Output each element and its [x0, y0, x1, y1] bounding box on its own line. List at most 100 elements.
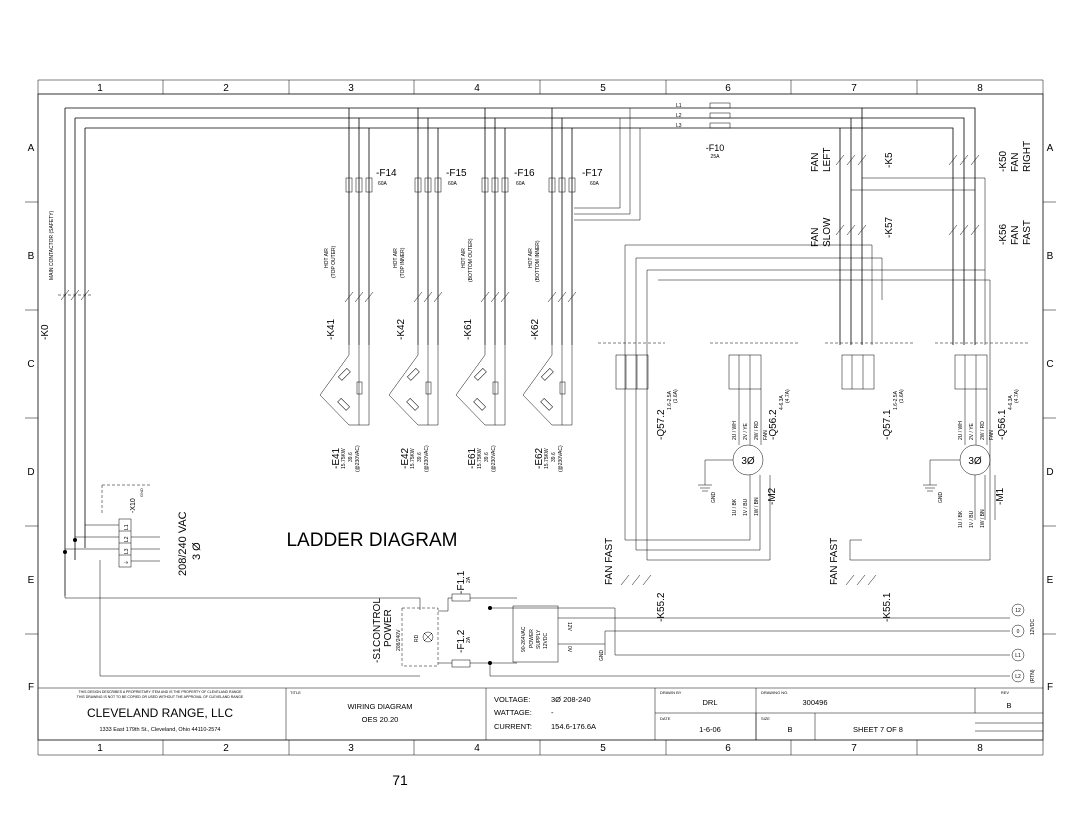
drawn-by-value: DRL: [702, 698, 717, 707]
fuse-rating: 60A: [448, 181, 458, 187]
motor-tag: -M2: [767, 487, 778, 505]
fuse-tag: -F15: [446, 168, 467, 179]
x10-l1: L1: [124, 524, 130, 530]
fuse-rating: 60A: [590, 181, 600, 187]
contactor-tag: -K41: [326, 318, 337, 340]
motor-wire-1u: 1U / BK: [732, 498, 738, 516]
k5-label1: FAN: [810, 153, 821, 172]
fan-fast-tag: -K55.2: [656, 592, 667, 622]
fuse-tag: -F14: [376, 168, 397, 179]
motor-gnd: GND: [938, 492, 944, 504]
row-label: D: [27, 467, 34, 478]
fuse-tag: -F16: [514, 168, 535, 179]
fuse-rating: 60A: [516, 181, 526, 187]
row-label: E: [28, 575, 35, 586]
drawing-frame: [25, 79, 1056, 756]
main-contactor-k0: -K0 MAIN CONTACTOR (SAFETY): [40, 210, 92, 340]
motor-m1: 3Ø -M1 GND 2U / WH 2V / YE 2W / RD FAN 1…: [923, 389, 1006, 528]
sheet-value: SHEET 7 OF 8: [853, 725, 903, 734]
psu-0v: 0V: [566, 646, 572, 653]
fuse-rating: 60A: [378, 181, 388, 187]
breaker-range: 1.6-2.5A: [667, 390, 673, 410]
supply-terminal-x10: L1 L2 L3 ⏚ -X10 GND 208/240 VAC 3 Ø: [65, 484, 203, 576]
psu-label2: SUPPLY: [536, 629, 542, 649]
control-rating: 208/240V: [396, 629, 402, 651]
row-label: C: [1046, 359, 1053, 370]
company-address: 1333 East 179th St., Cleveland, Ohio 441…: [100, 727, 221, 733]
motor-wire-2v: 2V / YE: [743, 422, 749, 440]
col-label: 2: [223, 83, 229, 94]
psu-input: 90-264VAC: [521, 626, 527, 652]
fan-fast-k55-2: FAN FAST -K55.2: [604, 538, 667, 622]
control-rd: RD: [414, 634, 420, 642]
page-number: 71: [392, 772, 408, 788]
control-label2: POWER: [383, 609, 394, 647]
x10-gnd-label: GND: [139, 488, 144, 497]
element-kw: 15.75KW: [477, 448, 483, 469]
side-12vdc: 12VDC: [1030, 618, 1036, 635]
k0-desc: MAIN CONTACTOR (SAFETY): [49, 210, 55, 280]
drawing-no-label: DRAWING NO.: [761, 690, 788, 695]
k57-label1: FAN: [810, 228, 821, 247]
element-tag: -E42: [400, 447, 411, 469]
fuse2-tag: -F1.2: [456, 629, 467, 653]
column-labels-top: 1 2 3 4 5 6 7 8: [97, 83, 983, 94]
row-labels-left: A B C D E F: [27, 143, 34, 693]
element-tag: -E61: [467, 447, 478, 469]
motor-wire-2w: 2W / RD: [754, 421, 760, 440]
row-label: D: [1046, 467, 1053, 478]
breaker-q56-1: -Q56.1 4-6.3A (4.7A): [935, 342, 1030, 440]
heater-desc2: (BOTTOM OUTER): [468, 238, 474, 282]
k56-label1: FAN: [1010, 226, 1021, 245]
k50-label1: FAN: [1010, 153, 1021, 172]
contactor-tag: -K42: [396, 318, 407, 340]
row-label: B: [1047, 251, 1054, 262]
fan-fast-label: FAN FAST: [604, 538, 615, 585]
element-kw: 15.75KW: [410, 448, 416, 469]
x10-l2: L2: [124, 536, 130, 542]
row-label: C: [27, 359, 34, 370]
drawing-title-2: OES 20.20: [362, 715, 399, 724]
rev-value: B: [1006, 701, 1011, 710]
k50-tag: -K50: [998, 150, 1009, 172]
motor-wire-1u: 1U / BK: [958, 510, 964, 528]
motor-wire-2u: 2U / WH: [732, 421, 738, 440]
supply-phase: 3 Ø: [191, 542, 203, 560]
element-ohm: 39.6: [484, 452, 490, 462]
col-label: 7: [851, 83, 857, 94]
wattage-value: -: [551, 708, 554, 717]
element-ohm: 39.6: [551, 452, 557, 462]
contactor-tag: -K62: [530, 318, 541, 340]
breaker-range: 1.6-2.5A: [893, 390, 899, 410]
breaker-range: 4-6.3A: [779, 395, 785, 410]
line-l1: L1: [676, 103, 682, 109]
motor-wire-2u: 2U / WH: [958, 421, 964, 440]
col-label: 4: [474, 83, 480, 94]
line-l2: L2: [676, 113, 682, 119]
element-tag: -E41: [331, 447, 342, 469]
motor-symbol: 3Ø: [741, 456, 755, 467]
drawing-no-value: 300496: [802, 698, 827, 707]
col-label: 5: [600, 83, 606, 94]
f10-rating: 25A: [711, 154, 721, 160]
size-value: B: [787, 725, 792, 734]
side-rtn: (RTN): [1030, 669, 1036, 683]
col-label: 3: [348, 743, 354, 754]
fan-fast-tag: -K55.1: [882, 592, 893, 622]
fuse1-tag: -F1.1: [456, 570, 467, 594]
col-label: 2: [223, 743, 229, 754]
heater-branch-2: -F15 60A HOT AIR (TOP INNER) -K42 -E42 1…: [388, 108, 467, 472]
motor-fan-label: FAN: [763, 430, 769, 440]
fan-feed-wiring: [574, 107, 991, 561]
column-labels-bottom: 1 2 3 4 5 6 7 8: [97, 743, 983, 754]
control-power-section: 12 0 L1 L2 12VDC (RTN) -S1 CONTROL POWER…: [64, 560, 1036, 683]
heater-desc2: (TOP OUTER): [331, 245, 337, 278]
conn-l1: L1: [1015, 653, 1021, 659]
fan-contactor-labels: FAN LEFT -K5 -K50 FAN RIGHT FAN SLOW -K5…: [810, 141, 1033, 247]
col-label: 8: [977, 83, 983, 94]
heater-desc1: HOT AIR: [528, 248, 534, 268]
control-switch-tag: -S1: [372, 647, 383, 663]
fuse2-rating: 2A: [466, 636, 472, 643]
row-label: E: [1047, 575, 1054, 586]
heater-branch-1: -F14 60A HOT AIR (TOP OUTER) -K41 -E41 1…: [319, 108, 397, 472]
